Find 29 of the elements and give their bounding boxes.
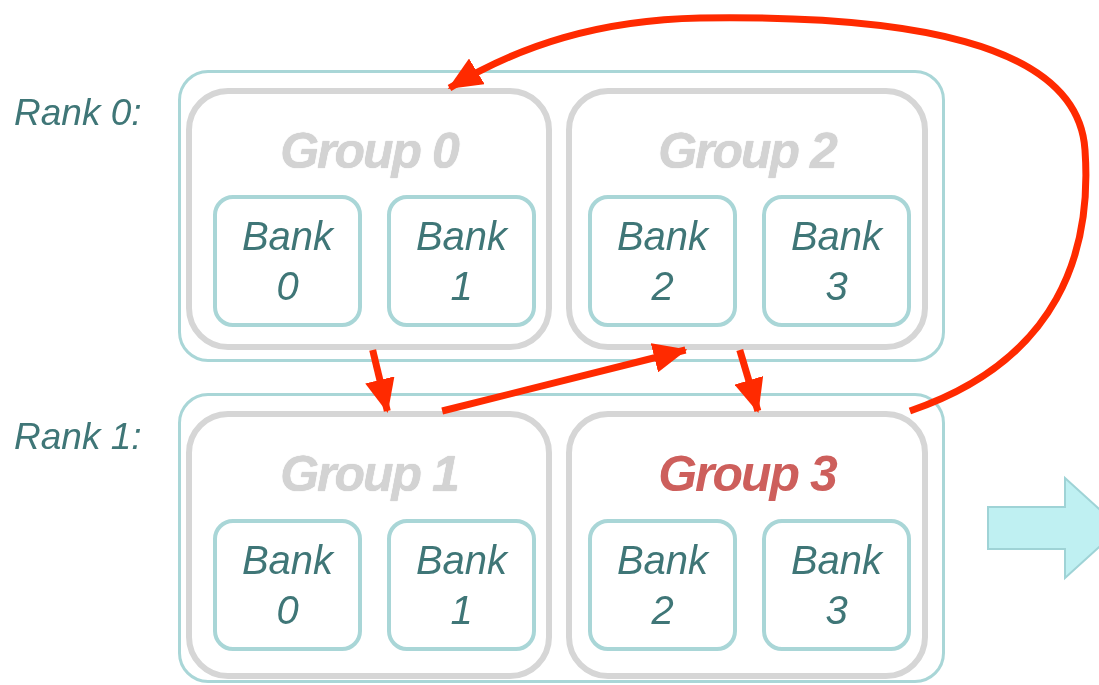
- bank-label: Bank 2: [615, 537, 711, 634]
- arrow: [447, 14, 1090, 415]
- group-box: [186, 88, 552, 350]
- group-box: [566, 411, 928, 679]
- bank-label: Bank 3: [789, 213, 885, 310]
- bank-box: [762, 195, 911, 327]
- bank-box: [588, 195, 737, 327]
- bank-box: [588, 519, 737, 651]
- bank-box: [213, 195, 362, 327]
- bank-label: Bank 0: [240, 537, 336, 634]
- arrow: [365, 349, 395, 413]
- bank-label: Bank 3: [789, 537, 885, 634]
- bank-label: Bank 1: [414, 537, 510, 634]
- bank-box: [387, 519, 536, 651]
- rank-label: Rank 1:: [14, 416, 142, 458]
- rank-box: [178, 70, 945, 362]
- arrow: [441, 343, 688, 415]
- arrow: [734, 349, 764, 413]
- rank-box: [178, 393, 945, 683]
- group-box: [186, 411, 552, 679]
- bank-label: Bank 0: [240, 213, 336, 310]
- rank-label: Rank 0:: [14, 92, 142, 134]
- group-box: [566, 88, 928, 350]
- bank-label: Bank 2: [615, 213, 711, 310]
- group-heading: Group 3: [657, 445, 838, 503]
- bank-box: [387, 195, 536, 327]
- bank-box: [762, 519, 911, 651]
- bank-label: Bank 1: [414, 213, 510, 310]
- bank-box: [213, 519, 362, 651]
